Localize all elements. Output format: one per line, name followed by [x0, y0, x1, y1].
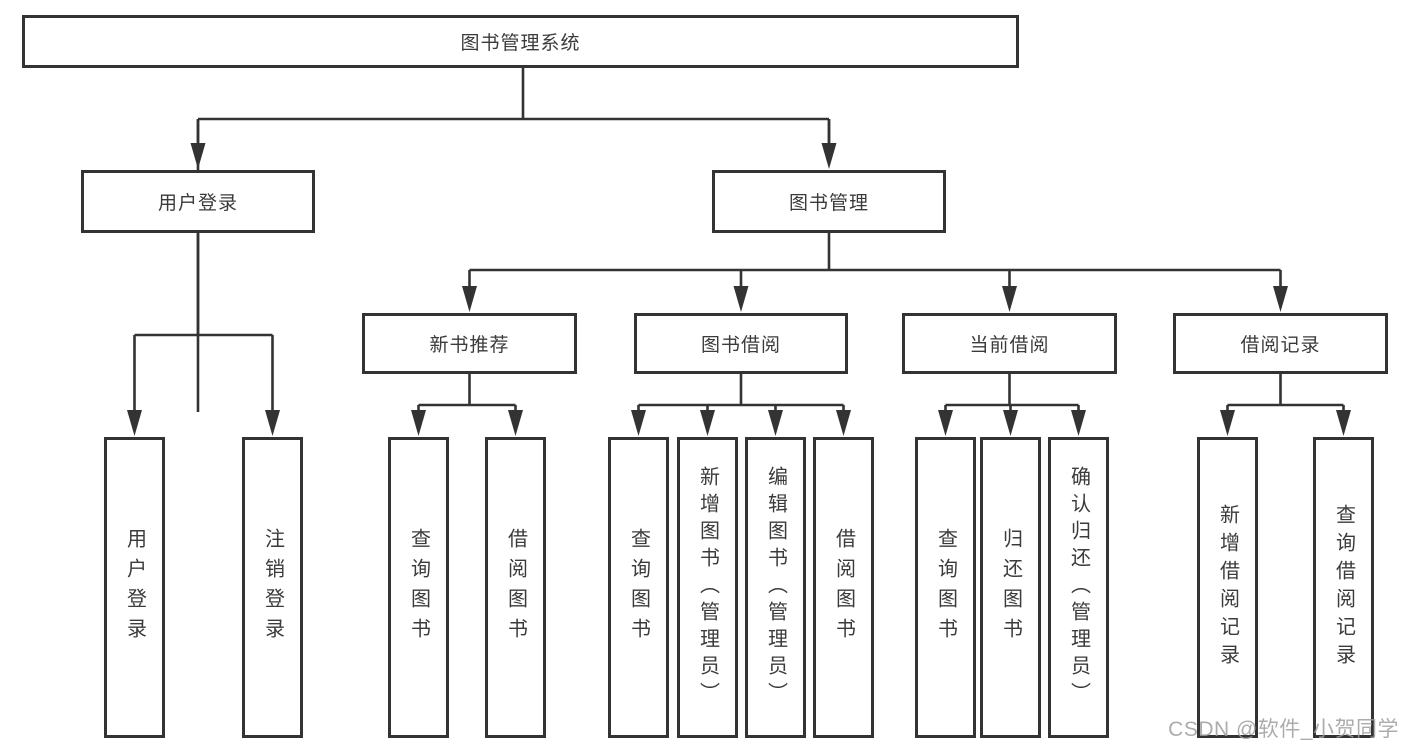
leaf-query-books-2: 查询图书	[608, 437, 669, 738]
leaf-query-books-3: 查询图书	[915, 437, 976, 738]
node-book-borrow: 图书借阅	[634, 313, 848, 374]
leaf-confirm-return-admin: 确认归还（管理员）	[1048, 437, 1109, 738]
leaf-add-books-admin: 新增图书（管理员）	[677, 437, 738, 738]
connector-user-login-group	[133, 233, 274, 412]
node-library-system: 图书管理系统	[22, 15, 1019, 68]
node-current-borrow: 当前借阅	[902, 313, 1117, 374]
leaf-borrow-books-2: 借阅图书	[813, 437, 874, 738]
connector-root-arrows	[196, 119, 831, 150]
node-new-book-recommend: 新书推荐	[362, 313, 577, 374]
arrowheads	[127, 143, 1351, 436]
connector-root-to-level2	[196, 68, 831, 412]
connector-new-book-rec-group	[417, 374, 517, 412]
leaf-return-books: 归还图书	[980, 437, 1041, 738]
connector-book-borrow-group	[637, 374, 845, 412]
node-user-login: 用户登录	[81, 170, 315, 233]
node-book-management: 图书管理	[712, 170, 946, 233]
leaf-add-borrow-record: 新增借阅记录	[1197, 437, 1258, 738]
leaf-user-login: 用户登录	[104, 437, 165, 738]
connector-current-borrow-group	[944, 374, 1080, 412]
leaf-edit-books-admin: 编辑图书（管理员）	[745, 437, 806, 738]
node-borrow-records: 借阅记录	[1173, 313, 1388, 374]
leaf-borrow-books-1: 借阅图书	[485, 437, 546, 738]
leaf-logout: 注销登录	[242, 437, 303, 738]
connector-book-mgmt-group	[468, 233, 1282, 289]
leaf-query-borrow-record: 查询借阅记录	[1313, 437, 1374, 738]
connector-borrow-records-group	[1226, 374, 1345, 412]
leaf-query-books-1: 查询图书	[388, 437, 449, 738]
